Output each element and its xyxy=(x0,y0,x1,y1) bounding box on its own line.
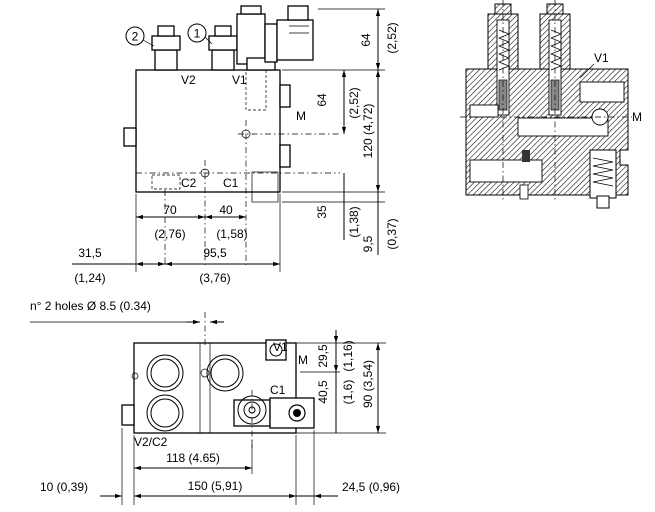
cartridge-1 xyxy=(208,25,238,71)
dim-118: 118 (4.65) xyxy=(166,451,220,465)
fitting-lower-left xyxy=(146,394,184,432)
port-v2-label: V2 xyxy=(181,73,196,87)
section-port-v1-label: V1 xyxy=(594,51,609,65)
mounting-hole-left xyxy=(131,372,139,380)
dim-150: 150 (5,91) xyxy=(188,479,243,493)
top-side-boss xyxy=(121,404,135,426)
top-port-c1-label: C1 xyxy=(270,383,286,397)
section-view: V1 M xyxy=(460,0,642,209)
dim-70-in: (2,76) xyxy=(154,227,185,241)
dim-top-height: 64 xyxy=(359,33,373,47)
dim-24-5: 24,5 (0,96) xyxy=(342,480,400,494)
dim-40: 40 xyxy=(219,203,233,217)
callout-1-label: 1 xyxy=(194,27,201,41)
port-c1-label: C1 xyxy=(223,176,239,190)
top-port-m-label: M xyxy=(298,353,308,367)
section-port-m-label: M xyxy=(632,110,642,124)
dim-top-height-in: (2,52) xyxy=(385,22,399,53)
dim-40-5-in: (1,6) xyxy=(341,380,355,405)
top-port-v2c2-label: V2/C2 xyxy=(134,435,168,449)
dim-35-in: (1,38) xyxy=(347,206,361,237)
solenoid-top xyxy=(233,339,315,429)
top-port-v1-label: V1 xyxy=(273,340,288,354)
front-view: 2 1 V2 V1 M C2 C1 64 (2,52) 64 (2,52) 12… xyxy=(72,5,399,285)
dim-10: 10 (0,39) xyxy=(40,480,88,494)
top-view: n° 2 holes Ø 8.5 (0.34) V1 M C1 V2/C2 29… xyxy=(30,299,400,505)
dim-29-5: 29,5 xyxy=(316,344,330,368)
solenoid-coil xyxy=(236,5,314,71)
port-v1-label: V1 xyxy=(232,73,247,87)
dim-mid-in: (2,52) xyxy=(347,87,361,118)
callout-circle-1 xyxy=(187,23,207,43)
dim-40-5: 40,5 xyxy=(316,380,330,404)
port-m-label: M xyxy=(296,109,306,123)
dim-mid: 64 xyxy=(315,93,329,107)
cartridge-2 xyxy=(151,25,181,71)
fitting-upper-left xyxy=(146,354,184,392)
dim-29-5-in: (1,16) xyxy=(341,340,355,371)
dim-90: 90 (3,54) xyxy=(361,360,375,408)
callout-2-label: 2 xyxy=(132,30,139,44)
valve-body xyxy=(135,69,281,193)
dim-31-5: 31,5 xyxy=(78,246,102,260)
dim-35: 35 xyxy=(315,205,329,219)
dim-31-5-in: (1,24) xyxy=(74,271,105,285)
dim-body: 120 (4,72) xyxy=(361,104,375,159)
dim-40-in: (1,58) xyxy=(216,227,247,241)
side-boss-m xyxy=(279,84,291,108)
callout-circle-2 xyxy=(125,26,145,46)
mounting-hole-center xyxy=(200,368,210,378)
holes-note: n° 2 holes Ø 8.5 (0.34) xyxy=(30,299,151,313)
dim-9-5: 9,5 xyxy=(361,235,375,252)
bottom-plug xyxy=(251,171,279,203)
port-c2-outline xyxy=(151,174,181,190)
dim-95-5-in: (3,76) xyxy=(199,271,230,285)
side-boss-left xyxy=(123,127,137,147)
port-c2-label: C2 xyxy=(181,176,197,190)
dim-70: 70 xyxy=(163,203,177,217)
fitting-upper-right xyxy=(206,354,244,392)
side-boss-right xyxy=(279,144,291,168)
dim-95-5: 95,5 xyxy=(203,246,227,260)
dim-9-5-in: (0,37) xyxy=(385,218,399,249)
